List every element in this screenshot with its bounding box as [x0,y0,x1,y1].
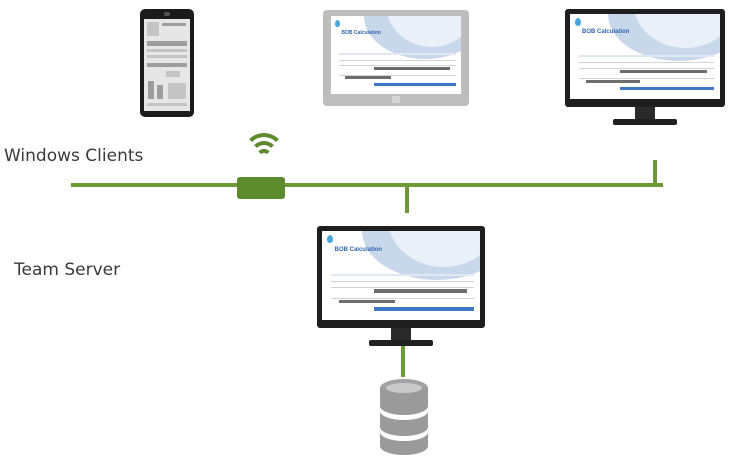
desktop-client: BOB Calculation [565,9,725,129]
wifi-arc-inner [256,149,272,165]
wireless-router [235,133,287,201]
team-server-monitor: BOB Calculation [317,226,485,348]
tablet-client: BOB Calculation [323,10,469,106]
server-monitor-stand [391,328,411,340]
tablet-screen-title: BOB Calculation [341,30,381,37]
windows-logo-icon [392,96,400,103]
team-server-label: Team Server [14,260,121,280]
network-bus-line [71,183,663,187]
wifi-arc-middle [250,141,278,169]
server-monitor-foot [369,340,433,346]
database-icon [379,378,429,456]
desktop-monitor-foot [613,119,677,125]
windows-clients-label: Windows Clients [4,146,144,166]
phone-camera [164,12,170,16]
server-screen-title: BOB Calculation [334,247,382,254]
tablet-screen: BOB Calculation [331,16,461,94]
wifi-arc-outer [243,133,285,175]
server-screen: BOB Calculation [322,231,480,320]
desktop-screen-title: BOB Calculation [582,29,630,36]
server-uplink-line [405,183,409,213]
desktop-monitor-stand [635,107,655,119]
desktop-screen: BOB Calculation [570,14,720,99]
server-db-line [401,345,405,377]
router-icon [237,177,285,199]
client-drop-line [653,160,657,187]
phone-screen [144,19,190,111]
phone-client [140,9,194,117]
